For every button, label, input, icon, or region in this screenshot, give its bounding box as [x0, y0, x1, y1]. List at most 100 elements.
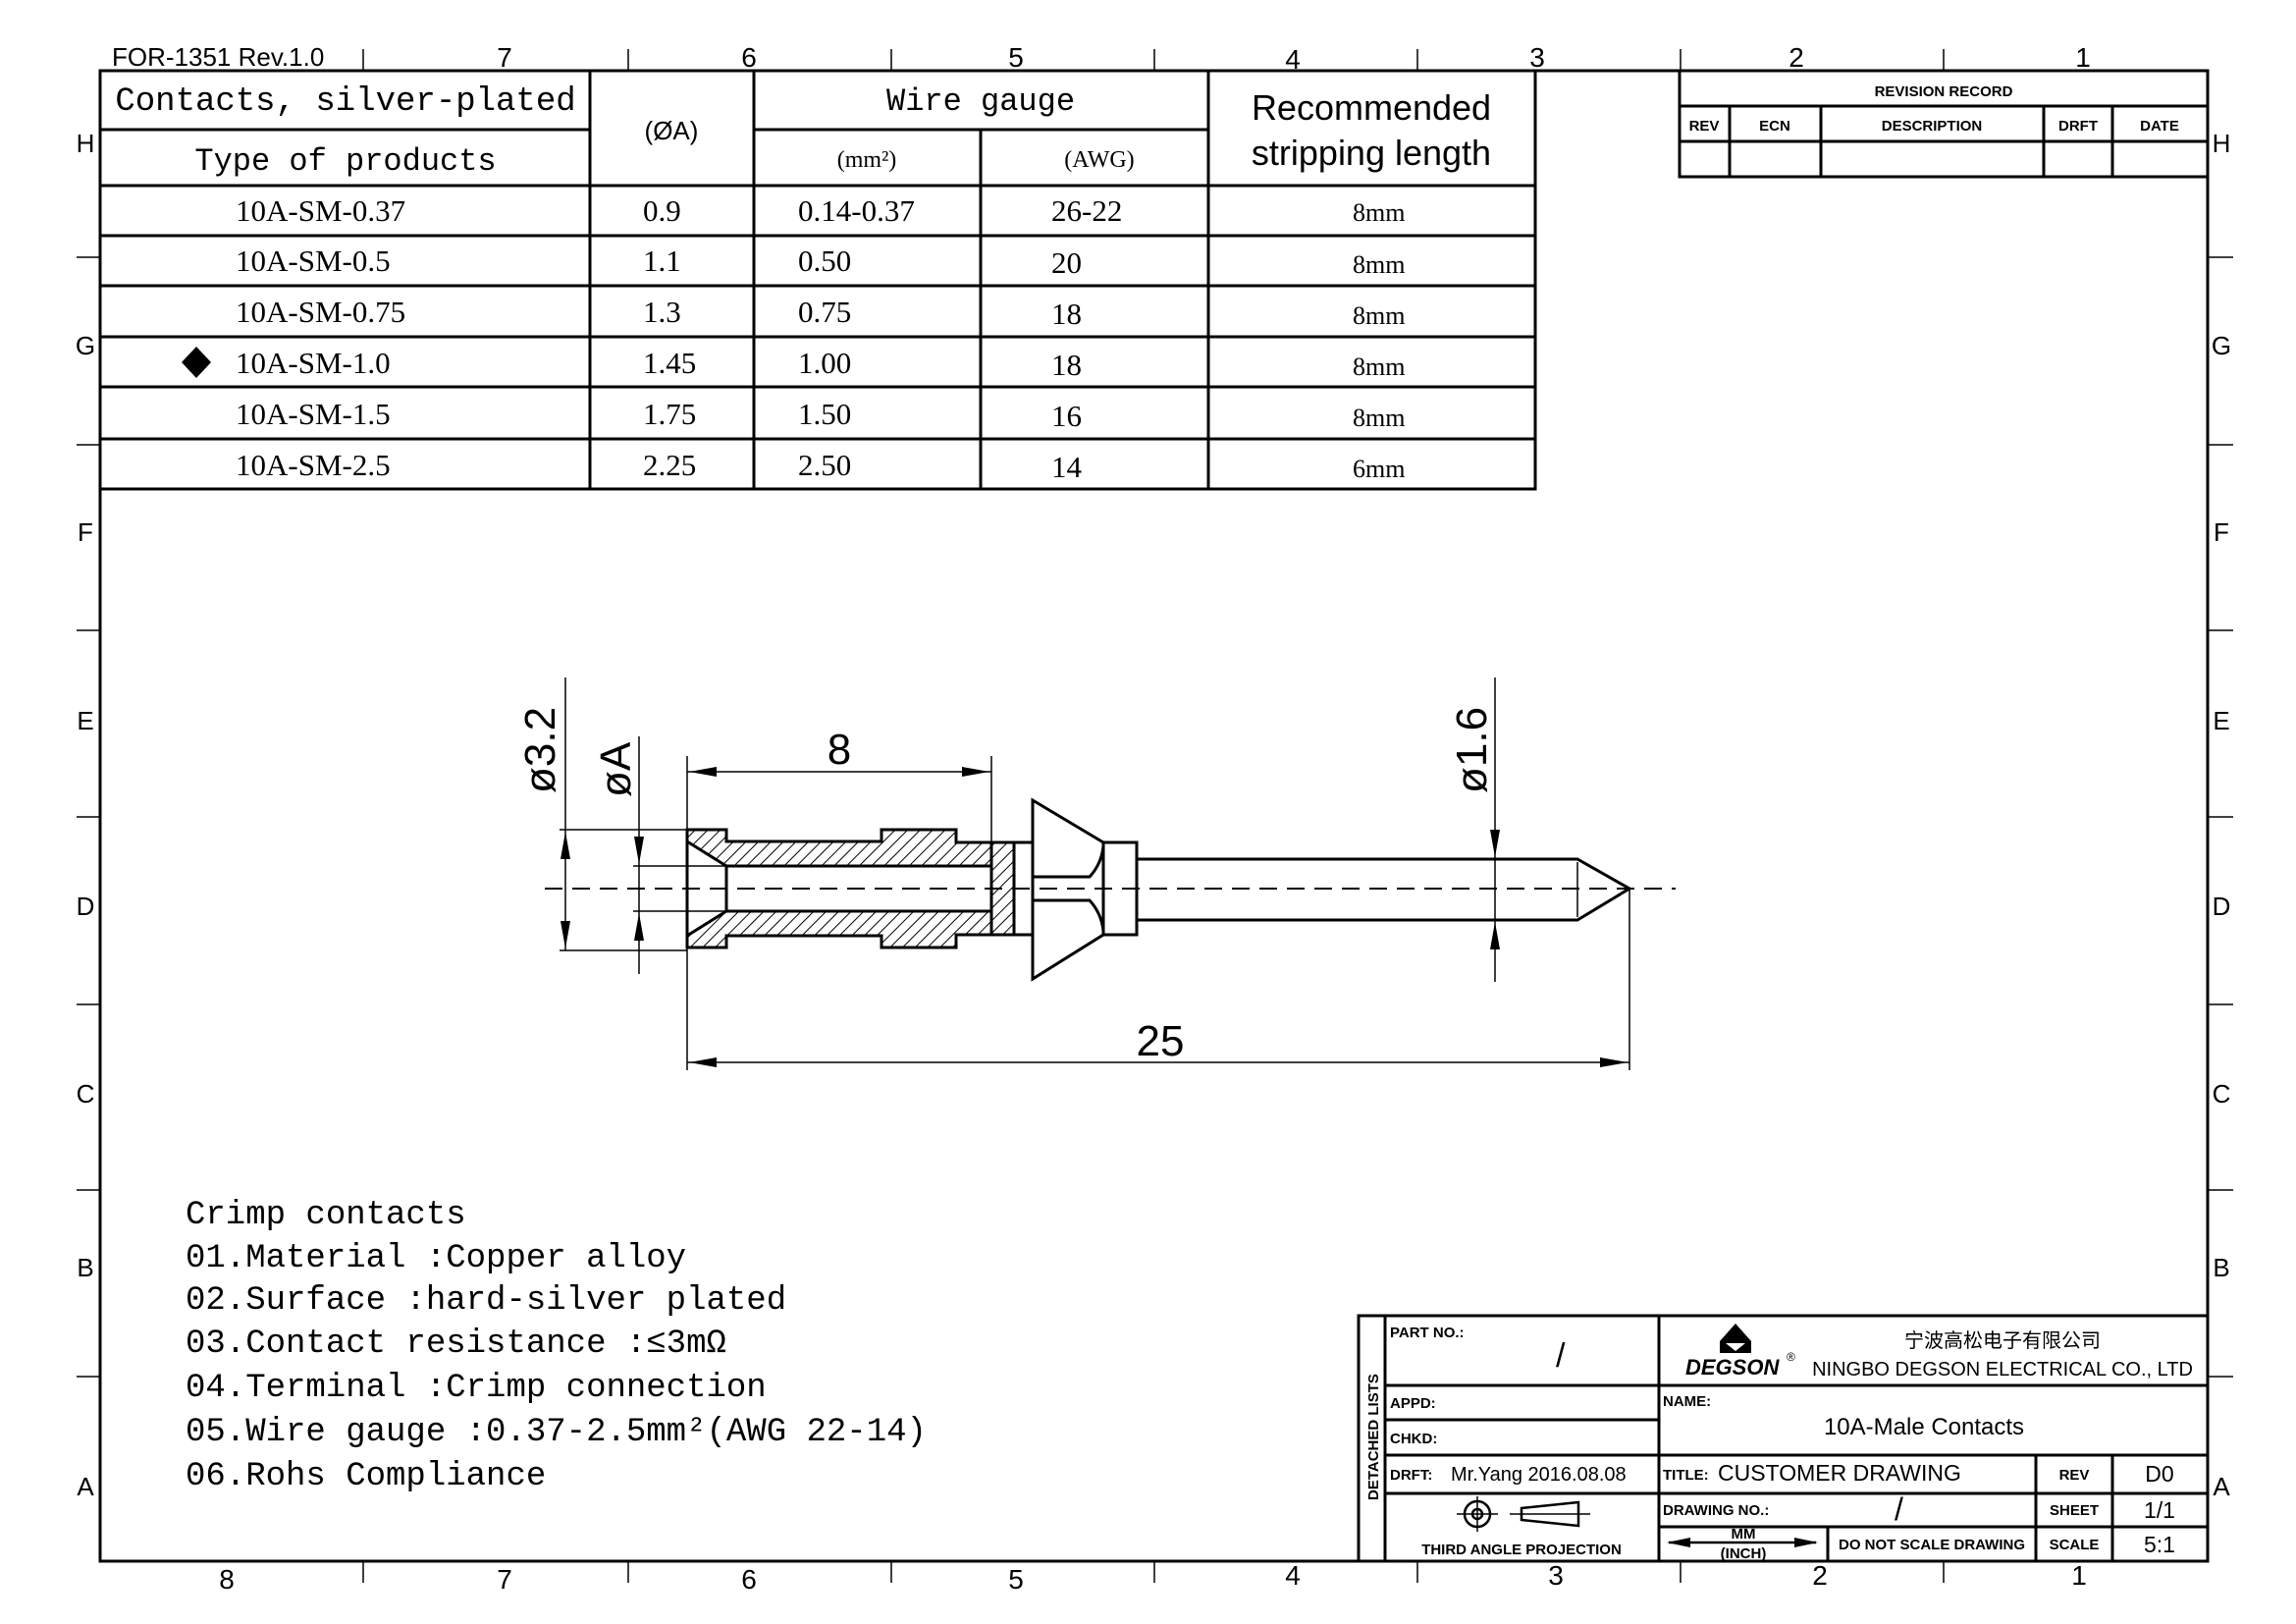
zone-row: H: [2213, 129, 2231, 158]
units-arrow-icon: [1667, 1538, 1818, 1547]
zone-labels: 7 6 5 4 3 2 1 8 7 6 5 4 3 2 1 H G F E D …: [76, 42, 2231, 1595]
inner-diameter-dim: øA: [592, 741, 640, 797]
drft-col: DRFT: [2058, 118, 2098, 135]
rev-label: REV: [2059, 1467, 2090, 1484]
notes-title: Crimp contacts: [186, 1197, 466, 1234]
cell-mm2: 0.50: [798, 244, 851, 278]
cell-strip: 8mm: [1353, 198, 1405, 227]
company-name-cn: 宁波高松电子有限公司: [1904, 1329, 2101, 1352]
stripping-header: Recommended: [1252, 87, 1491, 128]
cell-strip: 8mm: [1353, 352, 1405, 381]
name-label: NAME:: [1663, 1393, 1711, 1410]
total-length-dim: 25: [1137, 1017, 1185, 1065]
title-label: TITLE:: [1663, 1467, 1709, 1484]
appd-label: APPD:: [1390, 1395, 1436, 1412]
sheet-value: 1/1: [2144, 1497, 2175, 1523]
table-row: 10A-SM-2.5 2.25 2.50 14 6mm: [236, 448, 1405, 484]
form-id: FOR-1351 Rev.1.0: [112, 42, 324, 72]
cell-type: 10A-SM-0.37: [236, 193, 405, 228]
zone-row: C: [2213, 1079, 2231, 1109]
cell-strip: 8mm: [1353, 404, 1405, 432]
diameter-header: (ØA): [645, 116, 699, 145]
cell-dia: 1.45: [643, 346, 696, 380]
cell-awg: 20: [1051, 245, 1082, 280]
note-item: 01.Material :Copper alloy: [186, 1240, 686, 1277]
rev-col: REV: [1689, 118, 1720, 135]
table-row: 10A-SM-0.5 1.1 0.50 20 8mm: [236, 244, 1405, 280]
cell-dia: 0.9: [643, 193, 681, 228]
zone-row: G: [76, 331, 95, 360]
drawing-name: 10A-Male Contacts: [1824, 1414, 2024, 1440]
sleeve-wall-bottom: [685, 909, 993, 949]
sheet-label: SHEET: [2050, 1502, 2099, 1519]
zone-row: C: [77, 1079, 95, 1109]
strip-length-dim: 8: [828, 726, 851, 774]
part-no-value: /: [1556, 1337, 1566, 1375]
note-item: 04.Terminal :Crimp connection: [186, 1370, 767, 1407]
logo-text: DEGSON: [1685, 1355, 1780, 1380]
zone-top: 7: [497, 42, 512, 73]
zone-row: F: [2214, 517, 2229, 547]
cell-dia: 1.75: [643, 397, 696, 431]
revision-title: REVISION RECORD: [1875, 83, 2013, 100]
cell-type: 10A-SM-0.5: [236, 244, 391, 278]
zone-bottom: 5: [1008, 1564, 1024, 1595]
cell-awg: 16: [1051, 399, 1082, 433]
wire-gauge-header: Wire gauge: [886, 83, 1075, 120]
date-col: DATE: [2140, 118, 2179, 135]
registered-icon: ®: [1787, 1350, 1795, 1364]
units-mm: MM: [1732, 1526, 1756, 1543]
drft-value: Mr.Yang 2016.08.08: [1451, 1464, 1627, 1486]
zone-row: B: [2213, 1253, 2229, 1282]
cell-awg: 18: [1051, 297, 1082, 331]
zone-top: 2: [1789, 42, 1804, 73]
cell-dia: 1.1: [643, 244, 681, 278]
mm2-header: (mm²): [837, 147, 897, 173]
zone-row: A: [2213, 1472, 2230, 1501]
units-inch: (INCH): [1721, 1545, 1767, 1562]
cell-mm2: 2.50: [798, 448, 851, 482]
zone-row: E: [77, 706, 93, 735]
zone-row: H: [77, 129, 95, 158]
cell-strip: 8mm: [1353, 250, 1405, 279]
cell-awg: 18: [1051, 348, 1082, 382]
sleeve-wall-top: [685, 828, 993, 868]
zone-row: D: [2213, 892, 2231, 921]
product-table: Contacts, silver-plated Type of products…: [98, 69, 1537, 491]
cell-type: 10A-SM-0.75: [236, 295, 405, 329]
cell-mm2: 0.14-0.37: [798, 193, 915, 228]
projection-label: THIRD ANGLE PROJECTION: [1421, 1542, 1622, 1558]
cell-mm2: 1.00: [798, 346, 851, 380]
bore-end-wall: [989, 840, 1016, 937]
dimension-arrows: [561, 767, 1628, 1067]
title-block: DETACHED LISTS PART NO.: / APPD: CHKD: D…: [1357, 1314, 2210, 1563]
cell-mm2: 1.50: [798, 397, 851, 431]
drawing-no-value: /: [1895, 1491, 1903, 1527]
zone-top: 5: [1008, 42, 1024, 73]
zone-top: 3: [1529, 42, 1545, 73]
zone-bottom: 2: [1812, 1560, 1828, 1591]
ecn-col: ECN: [1759, 118, 1790, 135]
outer-diameter-dim: ø3.2: [516, 707, 564, 793]
note-item: 05.Wire gauge :0.37-2.5mm²(AWG 22-14): [186, 1414, 927, 1451]
revision-record: REVISION RECORD REV ECN DESCRIPTION DRFT…: [1678, 69, 2210, 179]
cell-type: 10A-SM-1.0: [236, 346, 391, 380]
do-not-scale-label: DO NOT SCALE DRAWING: [1839, 1537, 2025, 1553]
degson-logo: DEGSON ®: [1685, 1324, 1795, 1380]
cell-dia: 2.25: [643, 448, 696, 482]
pin-diameter-dim: ø1.6: [1448, 707, 1496, 793]
table-row: 10A-SM-1.5 1.75 1.50 16 8mm: [236, 397, 1405, 433]
cell-type: 10A-SM-1.5: [236, 397, 391, 431]
drawing-title: CUSTOMER DRAWING: [1718, 1460, 1961, 1486]
zone-row: E: [2213, 706, 2229, 735]
zone-top: 6: [741, 42, 757, 73]
zone-bottom: 7: [497, 1564, 512, 1595]
drawing-no-label: DRAWING NO.:: [1663, 1502, 1769, 1519]
zone-bottom: 8: [219, 1564, 235, 1595]
zone-bottom: 4: [1285, 1560, 1301, 1591]
scale-value: 5:1: [2144, 1532, 2175, 1557]
type-header: Type of products: [194, 143, 496, 180]
zone-bottom: 3: [1548, 1560, 1564, 1591]
zone-row: B: [77, 1253, 93, 1282]
